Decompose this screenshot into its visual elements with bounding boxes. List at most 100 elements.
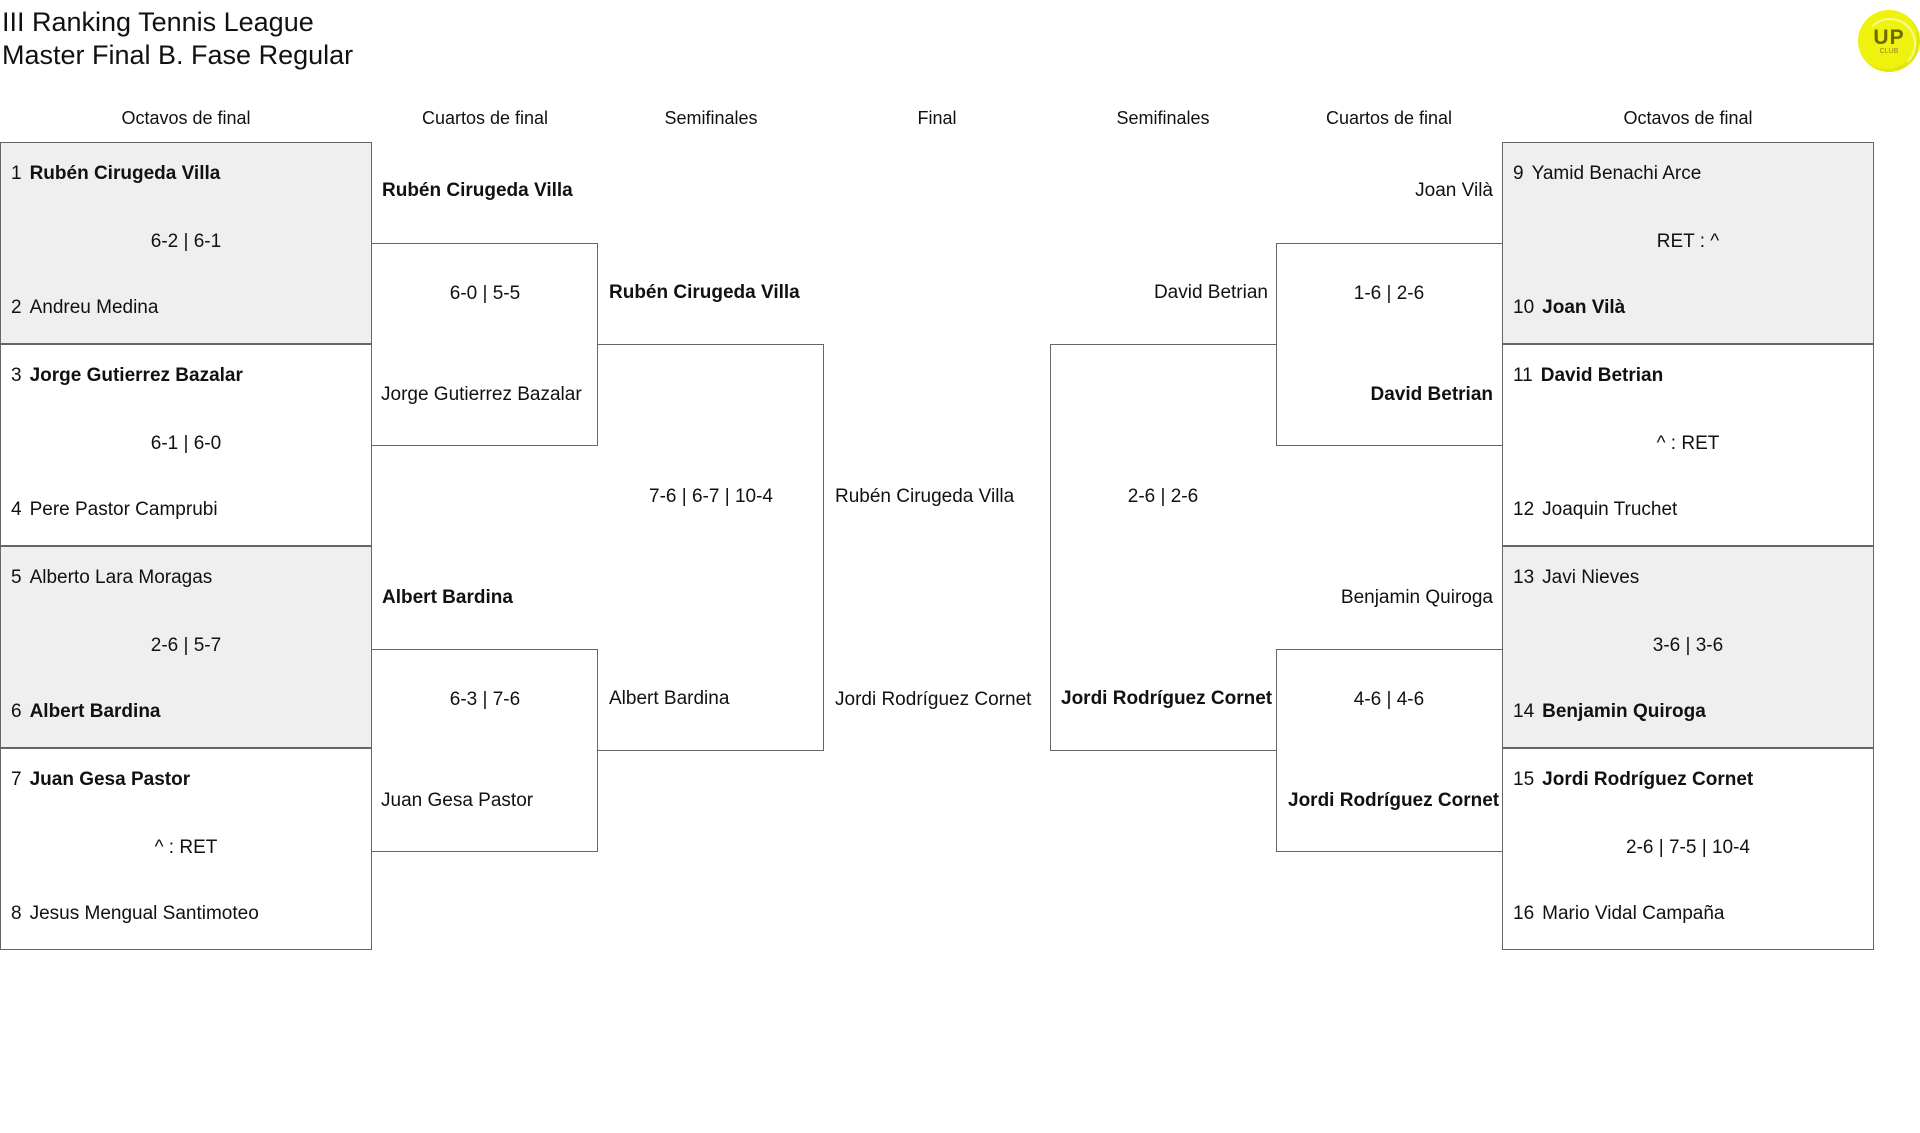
seed: 15 [1513,769,1535,790]
match-player-2: 10 Joan Vilà [1513,297,1625,319]
left-qf-bracket-1 [372,243,598,446]
match-score: 6-2 | 6-1 [150,231,222,252]
player-name: Alberto Lara Moragas [29,567,213,588]
player-name: Rubén Cirugeda Villa [29,163,221,184]
match-player-2: 14 Benjamin Quiroga [1513,701,1706,723]
title-line-2: Master Final B. Fase Regular [2,40,354,70]
match-player-2: 4 Pere Pastor Camprubi [11,499,218,521]
match-player-1: 3 Jorge Gutierrez Bazalar [11,365,243,387]
seed: 1 [11,163,22,184]
match-player-1: 11 David Betrian [1513,365,1663,387]
seed: 5 [11,567,22,588]
final-player-1: Rubén Cirugeda Villa [835,486,1015,507]
left-sf-player-1: Rubén Cirugeda Villa [609,282,800,303]
left-r16-match-1: 1 Rubén Cirugeda Villa 6-2 | 6-1 2 Andreu … [0,142,372,344]
right-qf-2-score: 4-6 | 4-6 [1353,689,1425,710]
seed: 16 [1513,903,1535,924]
player-name: Jesus Mengual Santimoteo [29,903,259,924]
seed: 6 [11,701,22,722]
match-player-1: 5 Alberto Lara Moragas [11,567,212,589]
match-player-2: 16 Mario Vidal Campaña [1513,903,1725,925]
player-name: Juan Gesa Pastor [29,769,191,790]
seed: 10 [1513,297,1535,318]
match-player-1: 7 Juan Gesa Pastor [11,769,190,791]
right-qf-1-score: 1-6 | 2-6 [1353,283,1425,304]
left-r16-match-4: 7 Juan Gesa Pastor ^ : RET 8 Jesus Mengual… [0,748,372,950]
match-score: ^ : RET [1656,433,1720,454]
club-logo: UP CLUB [1858,10,1920,72]
match-player-2: 12 Joaquin Truchet [1513,499,1677,521]
seed: 4 [11,499,22,520]
player-name: Joaquin Truchet [1542,499,1678,520]
right-r16-match-1: 9 Yamid Benachi Arce RET : ^ 10 Joan Vilà [1502,142,1874,344]
right-qf-1-player-2: David Betrian [1370,384,1493,405]
title-line-1: III Ranking Tennis League [2,7,314,37]
header-left-semifinals: Semifinales [664,108,758,128]
left-qf-1-player-2: Jorge Gutierrez Bazalar [381,384,582,405]
page-title: III Ranking Tennis League Master Final B… [2,6,353,72]
header-right-round-of-16: Octavos de final [1623,108,1753,128]
match-score: 3-6 | 3-6 [1652,635,1724,656]
right-r16-match-2: 11 David Betrian ^ : RET 12 Joaquin Truche… [1502,344,1874,546]
right-sf-player-2: Jordi Rodríguez Cornet [1061,688,1273,709]
player-name: Joan Vilà [1542,297,1626,318]
seed: 8 [11,903,22,924]
left-qf-bracket-2 [372,649,598,852]
right-sf-player-1: David Betrian [1153,282,1268,303]
player-name: Andreu Medina [29,297,159,318]
match-score: RET : ^ [1656,231,1720,252]
match-player-1: 1 Rubén Cirugeda Villa [11,163,220,185]
player-name: Yamid Benachi Arce [1531,163,1702,184]
logo-text: UP [1873,26,1905,49]
player-name: Benjamin Quiroga [1542,701,1706,722]
right-qf-2-player-1: Benjamin Quiroga [1340,587,1493,608]
player-name: Mario Vidal Campaña [1542,903,1725,924]
right-qf-bracket-1 [1276,243,1502,446]
seed: 12 [1513,499,1535,520]
right-qf-1-player-1: Joan Vilà [1415,180,1493,201]
match-player-1: 15 Jordi Rodríguez Cornet [1513,769,1753,791]
seed: 11 [1513,365,1533,386]
seed: 7 [11,769,22,790]
match-score: 6-1 | 6-0 [150,433,222,454]
header-left-round-of-16: Octavos de final [121,108,251,128]
left-qf-2-score: 6-3 | 7-6 [449,689,521,710]
seed: 14 [1513,701,1535,722]
left-qf-1-score: 6-0 | 5-5 [449,283,521,304]
player-name: Jorge Gutierrez Bazalar [29,365,243,386]
left-qf-2-player-1: Albert Bardina [382,587,513,608]
header-right-semifinals: Semifinales [1116,108,1210,128]
seed: 9 [1513,163,1524,184]
left-qf-1-player-1: Rubén Cirugeda Villa [382,180,573,201]
player-name: David Betrian [1540,365,1664,386]
match-score: 2-6 | 5-7 [150,635,222,656]
left-sf-player-2: Albert Bardina [609,688,730,709]
match-score: ^ : RET [154,837,218,858]
left-sf-score: 7-6 | 6-7 | 10-4 [649,486,773,507]
left-qf-2-player-2: Juan Gesa Pastor [381,790,534,811]
logo-swoosh-icon [1864,18,1916,70]
right-qf-2-player-2: Jordi Rodríguez Cornet [1288,790,1500,811]
right-sf-bracket [1050,344,1276,751]
right-sf-score: 2-6 | 2-6 [1127,486,1199,507]
seed: 13 [1513,567,1535,588]
player-name: Jordi Rodríguez Cornet [1542,769,1754,790]
header-right-quarterfinals: Cuartos de final [1325,108,1453,128]
header-final: Final [917,108,957,128]
match-player-1: 9 Yamid Benachi Arce [1513,163,1701,185]
player-name: Pere Pastor Camprubi [29,499,218,520]
final-player-2: Jordi Rodríguez Cornet [835,689,1032,710]
seed: 3 [11,365,22,386]
header-left-quarterfinals: Cuartos de final [421,108,549,128]
match-score: 2-6 | 7-5 | 10-4 [1626,837,1750,858]
left-r16-match-2: 3 Jorge Gutierrez Bazalar 6-1 | 6-0 4 Pere… [0,344,372,546]
seed: 2 [11,297,22,318]
match-player-2: 8 Jesus Mengual Santimoteo [11,903,259,925]
right-qf-bracket-2 [1276,649,1502,852]
left-sf-bracket [598,344,824,751]
match-player-2: 2 Andreu Medina [11,297,158,319]
right-r16-match-4: 15 Jordi Rodríguez Cornet 2-6 | 7-5 | 10-… [1502,748,1874,950]
